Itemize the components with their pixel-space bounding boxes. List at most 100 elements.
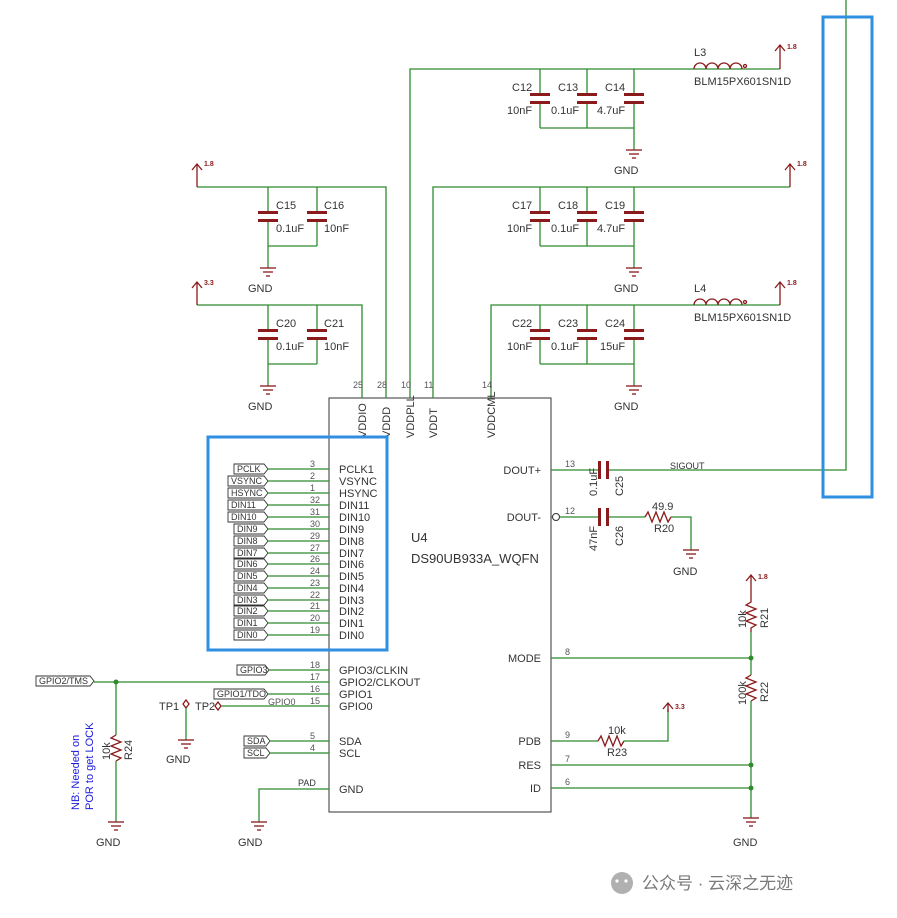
c12-value: 10nF [507, 105, 532, 117]
c15-value: 0.1uF [276, 223, 304, 235]
pin-name: HSYNC [339, 488, 378, 500]
pin-number: 9 [565, 730, 570, 740]
gnd-label: GND [614, 283, 639, 295]
pin-name: DIN2 [339, 606, 364, 618]
net-label [233, 594, 269, 606]
pin-name: DIN10 [339, 512, 370, 524]
net-label [227, 475, 269, 487]
net-label-scl: SCL [243, 747, 271, 759]
ground-icon [743, 817, 759, 827]
svg-text:DIN3: DIN3 [237, 595, 258, 605]
rail-label-1v8: 1.8 [797, 161, 807, 168]
net-label-gpio3: GPIO3 [236, 664, 270, 676]
pin-name: DIN1 [339, 618, 364, 630]
r20-symbol [644, 510, 672, 524]
c14-value: 4.7uF [597, 105, 625, 117]
svg-text:NB: Needed on: NB: Needed on [70, 735, 82, 810]
pin-name: DOUT- [507, 512, 542, 524]
r20-ref: R20 [654, 523, 674, 535]
ground-icon [626, 385, 642, 395]
r24-value: 10k [101, 742, 113, 760]
svg-text:DIN7: DIN7 [237, 548, 258, 558]
pin-name: DIN9 [339, 524, 364, 536]
c19-ref: C19 [605, 200, 625, 212]
c23-ref: C23 [558, 318, 578, 330]
c25-plate [598, 461, 601, 479]
rail-arrow-icon [774, 280, 786, 305]
c16-value: 10nF [324, 223, 349, 235]
rail-label-1v8: 1.8 [758, 574, 768, 581]
net-label-sda: SDA [243, 735, 271, 747]
tp2-label: TP2 [195, 701, 215, 713]
r20-ground-wire [671, 516, 692, 550]
r21-symbol [744, 595, 758, 632]
pin-number: 10 [401, 380, 411, 390]
c26-value: 47nF [588, 526, 600, 551]
r23-value: 10k [608, 725, 626, 737]
pin-name: VDDT [428, 408, 440, 438]
gnd-label: GND [248, 401, 273, 413]
pin-number: 11 [424, 380, 433, 390]
c21-value: 10nF [324, 341, 349, 353]
r20-value: 49.9 [652, 501, 673, 513]
c20-value: 0.1uF [276, 341, 304, 353]
pin-number: 3 [310, 459, 315, 469]
sigout-wire [609, 0, 847, 471]
gnd-label: GND [614, 165, 639, 177]
rail-arrow-icon [784, 162, 796, 187]
tp1-icon [182, 698, 190, 710]
highlight-box-sigout [821, 15, 874, 499]
junction-dot [748, 655, 754, 661]
net-label [233, 582, 269, 594]
gpio0-net-label: GPIO0 [268, 697, 296, 707]
pin-number: 32 [310, 495, 320, 505]
svg-text:GPIO1/TDO: GPIO1/TDO [217, 689, 266, 699]
pin-name: DIN6 [339, 559, 364, 571]
rail-label-3v3: 3.3 [675, 704, 685, 711]
pin-name: GPIO2/CLKOUT [339, 677, 421, 689]
svg-text:POR to get LOCK: POR to get LOCK [84, 722, 96, 810]
pin-number: 28 [377, 380, 387, 390]
pin-name: VDDCML [486, 392, 498, 438]
pin-name: PCLK1 [339, 464, 374, 476]
svg-text:DIN5: DIN5 [237, 571, 258, 581]
svg-text:GPIO3: GPIO3 [240, 665, 268, 675]
pin-number: 20 [310, 613, 320, 623]
pin-name: ID [530, 783, 541, 795]
rail-arrow-icon [662, 701, 674, 712]
pin-number: 13 [565, 459, 575, 469]
gnd-label: GND [166, 754, 191, 766]
c22-ref: C22 [512, 318, 532, 330]
rail-arrow-icon [191, 162, 203, 187]
pin-id: 6ID [530, 777, 570, 795]
r22-ref: R22 [759, 682, 771, 702]
pin-name: VDDD [381, 407, 393, 438]
c17-value: 10nF [507, 223, 532, 235]
pin-name: DOUT+ [503, 465, 541, 477]
pin-number: 8 [565, 647, 570, 657]
ground-icon [108, 821, 124, 831]
pin-name: DIN3 [339, 595, 364, 607]
pin-name: SDA [339, 736, 362, 748]
c26-ref: C26 [614, 526, 626, 546]
pin-name: DIN0 [339, 630, 364, 642]
c25-plate [606, 461, 609, 479]
vddt-wire [432, 186, 790, 381]
l4-ref: L4 [694, 283, 706, 295]
rail-label-3v3: 3.3 [204, 280, 214, 287]
net-label-gpio2: GPIO2/TMS [35, 675, 95, 687]
pin-name: GPIO1 [339, 689, 373, 701]
rail-arrow-icon [745, 573, 757, 595]
pin-name: GPIO3/CLKIN [339, 665, 408, 677]
